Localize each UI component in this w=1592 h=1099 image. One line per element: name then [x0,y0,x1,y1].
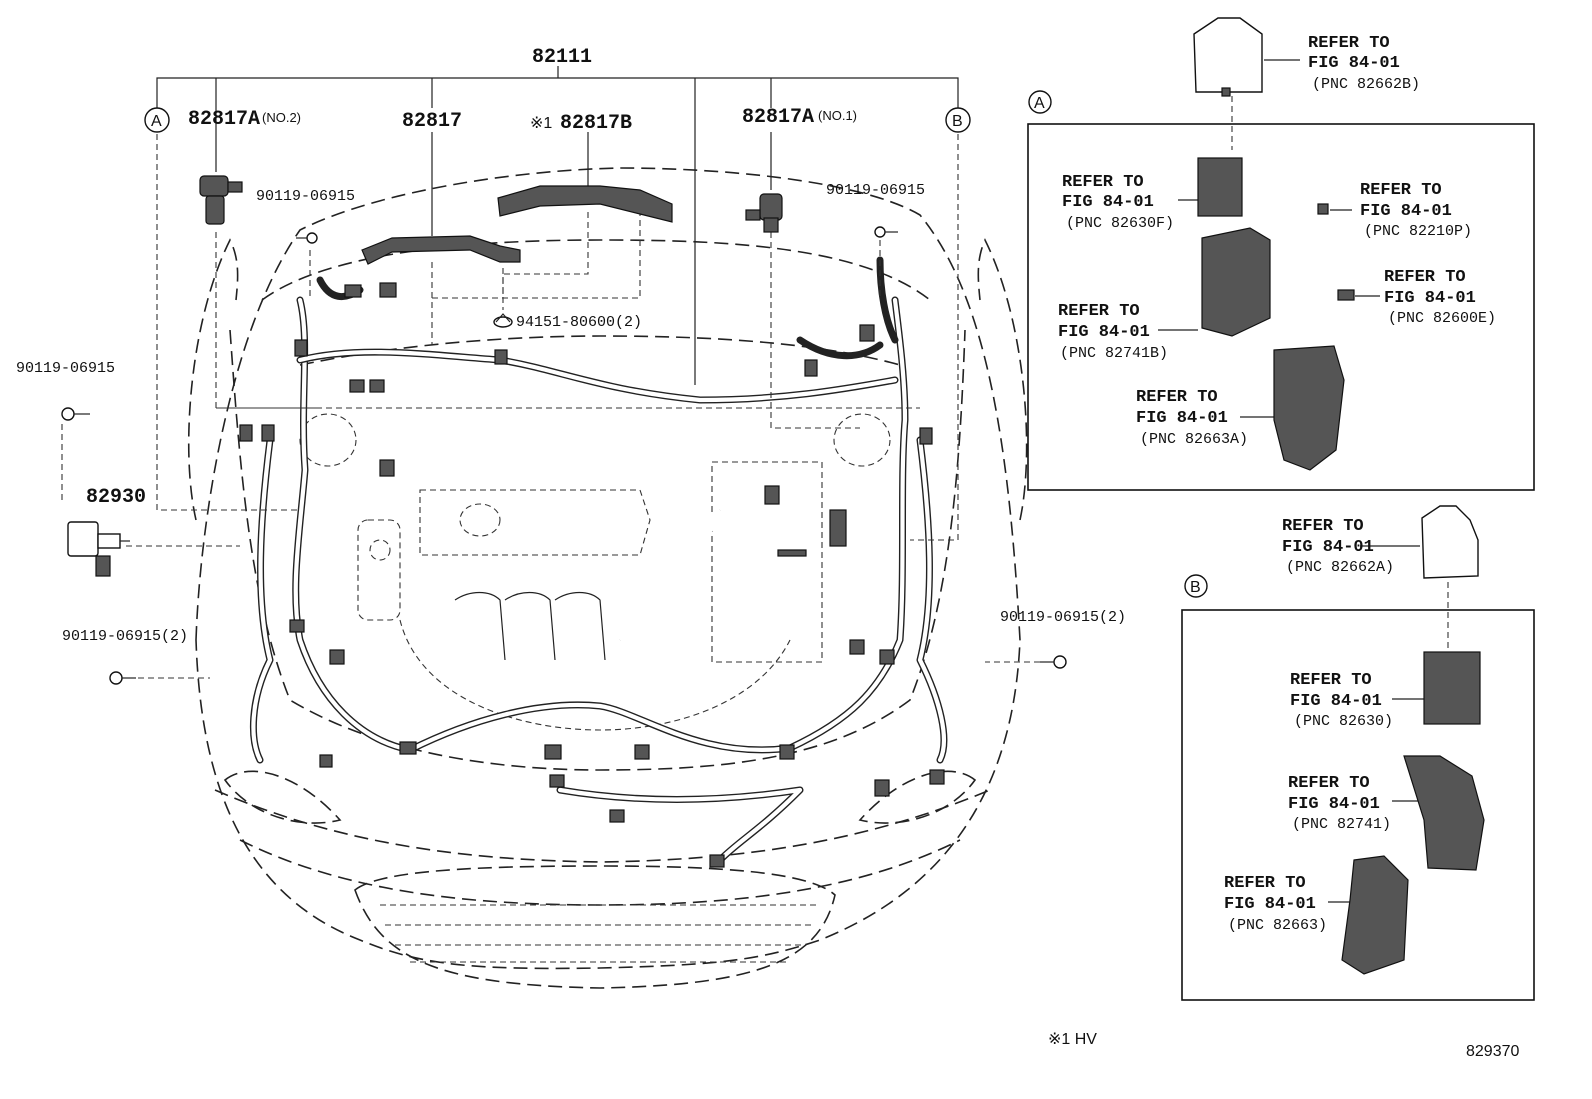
box-b-callout-circle [1184,574,1208,598]
callout-b-label: B [952,113,963,130]
svg-text:REFER TO: REFER TO [1290,671,1372,690]
svg-text:FIG 84-01: FIG 84-01 [1058,323,1150,342]
svg-text:(PNC 82741B): (PNC 82741B) [1060,345,1168,362]
svg-text:REFER TO: REFER TO [1062,173,1144,192]
box-b-callout-label: B [1190,579,1201,596]
svg-text:REFER TO: REFER TO [1136,388,1218,407]
svg-text:(PNC 82210P): (PNC 82210P) [1364,223,1472,240]
ref-82600E: REFER TO FIG 84-01 (PNC 82600E) [1384,268,1496,327]
svg-text:(PNC 82630F): (PNC 82630F) [1066,215,1174,232]
callout-b-circle [945,107,971,133]
part-82817A-no1 [745,193,783,233]
svg-text:REFER TO: REFER TO [1058,302,1140,321]
label-82817A-no1-note: (NO.1) [818,108,857,123]
box-a-callout-label: A [1034,95,1045,112]
label-82817B-prefix: ※1 [530,115,552,132]
label-82817B: 82817B [560,112,632,135]
ref-82663A: REFER TO FIG 84-01 (PNC 82663A) [1136,388,1248,448]
part-82817-bracket [361,235,521,265]
label-bolt-lower-left: 90119-06915(2) [62,628,188,645]
callout-a-circle [144,107,170,133]
label-bolt-top-left: 90119-06915 [256,188,355,205]
label-clip: 94151-80600(2) [516,314,642,331]
ref-82662B: REFER TO FIG 84-01 (PNC 82662B) [1308,34,1420,93]
ref-82662A: REFER TO FIG 84-01 (PNC 82662A) [1282,517,1394,576]
wire-harness-82111 [239,256,948,868]
svg-text:(PNC 82662B): (PNC 82662B) [1312,76,1420,93]
svg-text:FIG 84-01: FIG 84-01 [1224,895,1316,914]
diagram-id: 829370 [1466,1043,1519,1060]
svg-text:FIG 84-01: FIG 84-01 [1136,409,1228,428]
box-a-callout-circle [1028,90,1052,114]
label-bolt-lower-right: 90119-06915(2) [1000,609,1126,626]
svg-text:REFER TO: REFER TO [1288,774,1370,793]
svg-text:REFER TO: REFER TO [1308,34,1390,53]
ref-82630F: REFER TO FIG 84-01 (PNC 82630F) [1062,173,1174,232]
svg-text:FIG 84-01: FIG 84-01 [1062,193,1154,212]
svg-text:(PNC 82741): (PNC 82741) [1292,816,1391,833]
svg-text:(PNC 82600E): (PNC 82600E) [1388,310,1496,327]
label-bolt-top-right: 90119-06915 [826,182,925,199]
svg-text:FIG 84-01: FIG 84-01 [1308,54,1400,73]
svg-text:REFER TO: REFER TO [1224,874,1306,893]
clip-94151-80600 [493,313,513,328]
label-82111: 82111 [532,46,592,69]
label-82817A-no1: 82817A [742,106,814,129]
svg-text:(PNC 82662A): (PNC 82662A) [1286,559,1394,576]
label-bolt-left: 90119-06915 [16,360,115,377]
part-82817A-no2 [199,175,243,225]
ref-82630: REFER TO FIG 84-01 (PNC 82630) [1290,671,1393,730]
label-82930: 82930 [86,486,146,509]
svg-text:FIG 84-01: FIG 84-01 [1384,289,1476,308]
svg-text:(PNC 82663A): (PNC 82663A) [1140,431,1248,448]
svg-text:REFER TO: REFER TO [1282,517,1364,536]
detail-box-a [1027,17,1535,491]
svg-text:(PNC 82663): (PNC 82663) [1228,917,1327,934]
ref-82210P: REFER TO FIG 84-01 (PNC 82210P) [1360,181,1472,240]
leader-lines [61,59,1449,903]
ref-82741B: REFER TO FIG 84-01 (PNC 82741B) [1058,302,1168,362]
svg-text:FIG 84-01: FIG 84-01 [1282,538,1374,557]
bolt-90119-06915 [61,226,1067,685]
part-82817B-bracket [497,185,673,223]
label-82817A-no2-note: (NO.2) [262,110,301,125]
part-82930-sensor [67,521,130,577]
label-82817: 82817 [402,110,462,133]
svg-text:(PNC 82630): (PNC 82630) [1294,713,1393,730]
svg-text:FIG 84-01: FIG 84-01 [1360,202,1452,221]
ref-82741: REFER TO FIG 84-01 (PNC 82741) [1288,774,1391,833]
footnote: ※1 HV [1048,1031,1097,1048]
svg-text:FIG 84-01: FIG 84-01 [1290,692,1382,711]
svg-text:FIG 84-01: FIG 84-01 [1288,795,1380,814]
detail-box-b [1181,505,1535,1001]
svg-text:REFER TO: REFER TO [1384,268,1466,287]
svg-text:REFER TO: REFER TO [1360,181,1442,200]
label-82817A-no2: 82817A [188,108,260,131]
callout-a-label: A [151,113,162,130]
ref-82663: REFER TO FIG 84-01 (PNC 82663) [1224,874,1327,934]
